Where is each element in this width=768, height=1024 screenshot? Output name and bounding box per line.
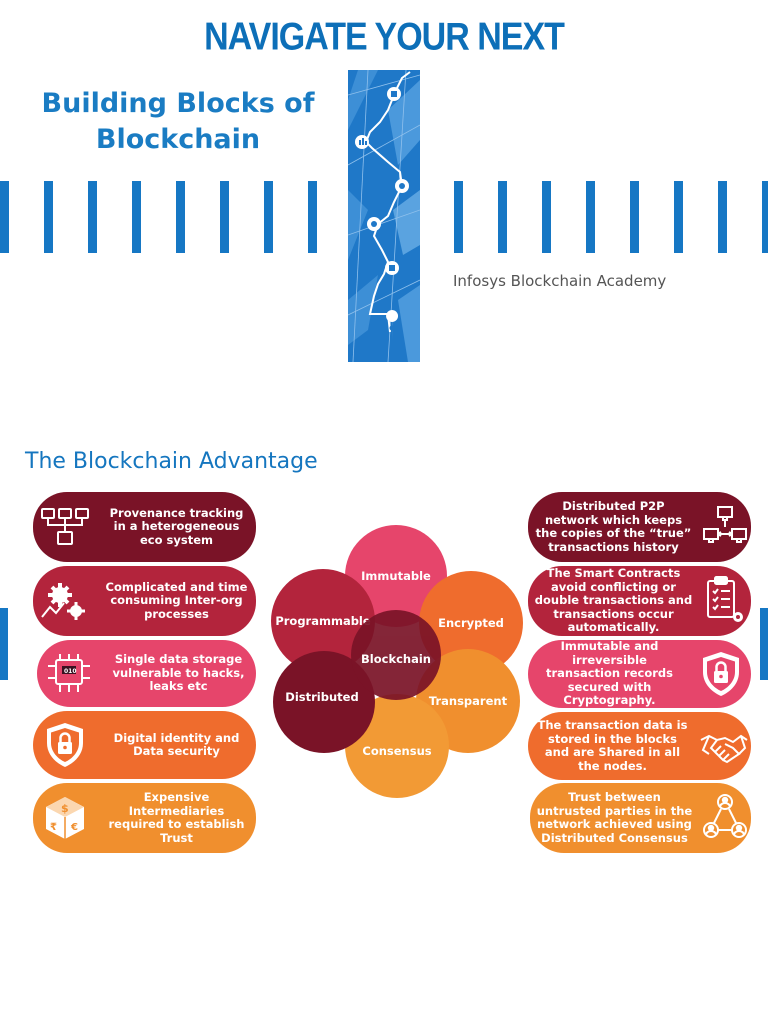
side-stripe-right [760,608,768,680]
stripe [176,181,185,253]
svg-text:₹: ₹ [50,822,57,833]
stripe [454,181,463,253]
petal-label: Programmable [275,614,371,628]
problem-pill-provenance: Provenance tracking in a heterogeneous e… [33,492,256,562]
center-label: Blockchain [361,652,431,666]
solution-pill-consensus: Trust between untrusted parties in the n… [530,783,751,853]
stripe [132,181,141,253]
problem-text: Provenance tracking in a heterogeneous e… [109,505,244,547]
academy-label: Infosys Blockchain Academy [453,272,667,290]
problem-pill-identity: Digital identity and Data security [33,711,256,779]
solution-text: The transaction data is stored in the bl… [537,718,688,773]
p2p-network-icon [699,499,751,555]
problem-pill-storage: 010 Single data storage vulnerable to ha… [37,640,256,707]
svg-text:010: 010 [64,668,77,675]
stripe [630,181,639,253]
stripe [264,181,273,253]
side-stripe-left [0,608,8,680]
gears-icon [33,573,97,629]
stripe [586,181,595,253]
solution-text: Trust between untrusted parties in the n… [536,790,693,845]
stripe [498,181,507,253]
problem-text: Digital identity and Data security [113,730,240,758]
petal-label: Encrypted [438,616,504,630]
petal-center: Blockchain [351,610,441,700]
problem-pill-processes: Complicated and time consuming Inter-org… [33,566,256,636]
title-line-1: Building Blocks of [41,88,315,119]
petal-label: Consensus [362,744,432,758]
problem-pill-intermediaries: $ ₹ € Expensive Intermediaries required … [33,783,256,853]
stripe [88,181,97,253]
stripe [44,181,53,253]
stripe [308,181,317,253]
solution-pill-p2p: Distributed P2P network which keeps the … [528,492,751,562]
route-map-graphic [348,70,420,362]
petal-label: Immutable [361,569,431,583]
petal-label: Transparent [428,694,508,708]
solution-pill-smart-contracts: The Smart Contracts avoid conflicting or… [528,566,751,636]
svg-text:€: € [70,822,78,833]
stripe [220,181,229,253]
section-title: The Blockchain Advantage [25,449,318,474]
solution-text: The Smart Contracts avoid conflicting or… [534,566,693,635]
shield-lock-icon [33,717,97,773]
stripe [542,181,551,253]
petal-label: Distributed [285,690,359,704]
shield-lock-icon [691,646,751,702]
svg-text:$: $ [61,802,69,815]
problem-text: Complicated and time consuming Inter-org… [105,579,248,621]
hacked-chip-icon: 010 [37,646,101,702]
stripe [718,181,727,253]
network-diagram-icon [33,499,97,555]
solution-text: Distributed P2P network which keeps the … [535,499,692,554]
handshake-icon [697,718,751,774]
problem-text: Expensive Intermediaries required to est… [108,790,245,845]
solution-pill-shared: The transaction data is stored in the bl… [528,712,751,780]
solution-text: Immutable and irreversible transaction r… [545,639,673,708]
stripe [0,181,9,253]
page-title: Building Blocks of Blockchain [18,86,338,158]
money-cube-icon: $ ₹ € [33,790,97,846]
stripe [762,181,768,253]
title-line-2: Blockchain [95,124,261,155]
people-network-icon [699,790,751,846]
problem-text: Single data storage vulnerable to hacks,… [112,652,245,694]
stripe [674,181,683,253]
solution-pill-immutable: Immutable and irreversible transaction r… [528,640,751,708]
clipboard-checklist-icon [699,573,751,629]
tagline: NAVIGATE YOUR NEXT [204,15,565,59]
route-map-icon [348,70,420,362]
